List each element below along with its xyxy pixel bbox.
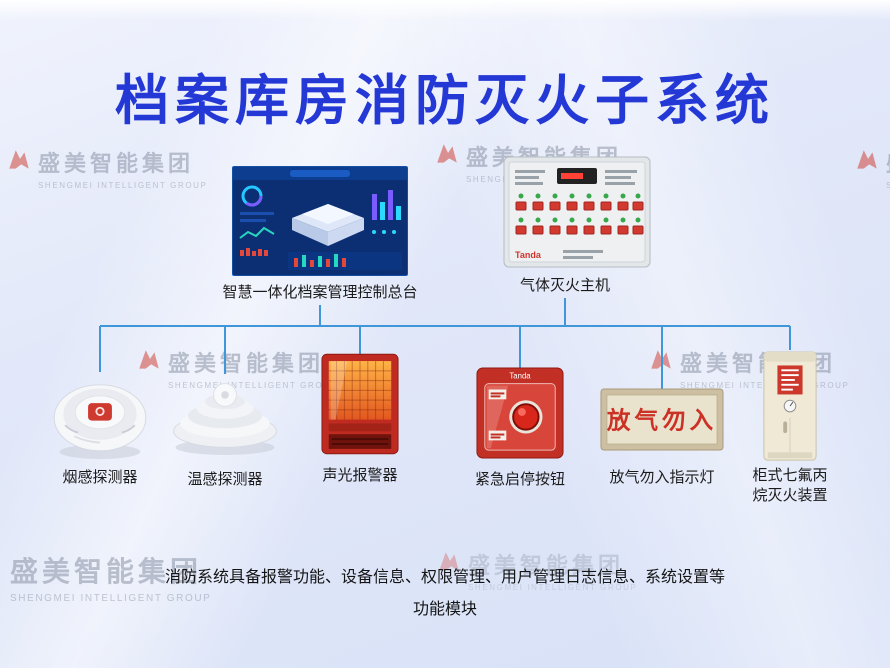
heat-detector-image [165,372,285,456]
gas-host-label: 气体灭火主机 [519,277,611,294]
smoke-detector-image [45,370,155,462]
gas-release-sign-label: 放气勿入指示灯 [609,469,715,486]
gas-host-brand: Tanda [515,250,542,260]
gas-release-sign-image: 放气勿入 [600,388,724,451]
watermark-cn: 盛美智能集团 [38,151,195,176]
footer-line-1: 消防系统具备报警功能、设备信息、权限管理、用户管理日志信息、系统设置等 [164,569,725,586]
page-title: 档案库房消防灭火子系统 [115,71,775,131]
watermark-en: SHENGMEI INTELLIGENT GROUP [468,583,638,592]
console-screen-image [232,166,408,276]
cabinet-unit-image [759,350,821,464]
watermark: 盛美智能集团 SHENGMEI INTELLIGENT GROUP [854,146,890,190]
footer-line-2: 功能模块 [412,601,477,618]
gas-host-image: Tanda [503,156,651,268]
footer-description: 消防系统具备报警功能、设备信息、权限管理、用户管理日志信息、系统设置等 功能模块 [55,562,835,626]
sound-light-alarm-label: 声光报警器 [322,467,398,484]
gas-release-sign-text: 放气勿入 [606,406,717,434]
watermark-en: SHENGMEI INTELLIGENT GROUP [10,593,212,604]
watermark-en: SHENGMEI INTELLIGENT GROUP [38,181,208,190]
watermark: 盛美智能集团 SHENGMEI INTELLIGENT GROUP [436,548,637,592]
sound-light-alarm-image [320,352,400,456]
shengmei-logo-icon [857,150,877,169]
watermark-cn: 盛美智能集团 [468,553,625,578]
shengmei-logo-icon [439,552,459,571]
shengmei-logo-icon [437,144,457,163]
watermark: 盛美智能集团 SHENGMEI INTELLIGENT GROUP [6,146,207,190]
emergency-button-image: Tanda [475,366,565,460]
watermark-cn: 盛美智能集团 [10,556,203,587]
shengmei-logo-icon [651,350,671,369]
watermark-en: SHENGMEI INTELLIGENT GROUP [886,181,890,190]
emergency-button-label: 紧急启停按钮 [474,471,566,488]
console-label: 智慧一体化档案管理控制总台 [222,284,418,301]
watermark-cn: 盛美智能集团 [886,146,890,178]
cabinet-unit-label: 柜式七氟丙烷灭火装置 [752,467,828,504]
shengmei-logo-icon [0,551,4,583]
watermark: 盛美智能集团 SHENGMEI INTELLIGENT GROUP [0,550,211,604]
smoke-detector-label: 烟感探测器 [62,469,138,486]
heat-detector-label: 温感探测器 [187,471,263,488]
shengmei-logo-icon [9,150,29,169]
emergency-button-brand: Tanda [509,372,531,381]
